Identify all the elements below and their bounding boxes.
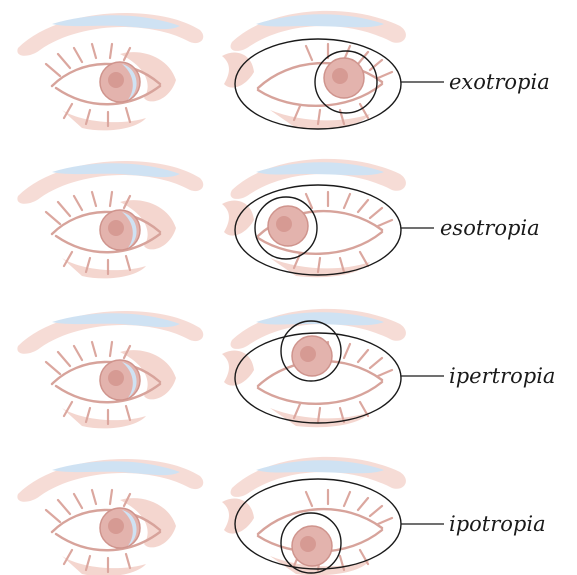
label-ipotropia: ipotropia (449, 512, 546, 536)
deviated-eye (222, 11, 406, 129)
reference-eye (17, 311, 203, 428)
row-ipertropia: ipertropia (17, 309, 555, 429)
pupil (332, 68, 348, 84)
label-esotropia: esotropia (440, 216, 540, 240)
reference-eye (17, 161, 203, 278)
row-exotropia: exotropia (17, 11, 549, 131)
pupil (300, 346, 316, 362)
row-esotropia: esotropia (17, 159, 539, 279)
label-exotropia: exotropia (449, 70, 550, 94)
label-ipertropia: ipertropia (449, 364, 555, 388)
pupil (300, 536, 316, 552)
reference-eye (17, 13, 203, 130)
row-ipotropia: ipotropia (17, 457, 545, 575)
eye-outline-ring (235, 185, 401, 275)
eye-outline-ring (235, 39, 401, 129)
deviated-eye (222, 159, 406, 277)
pupil (276, 216, 292, 232)
reference-eye (17, 459, 203, 575)
